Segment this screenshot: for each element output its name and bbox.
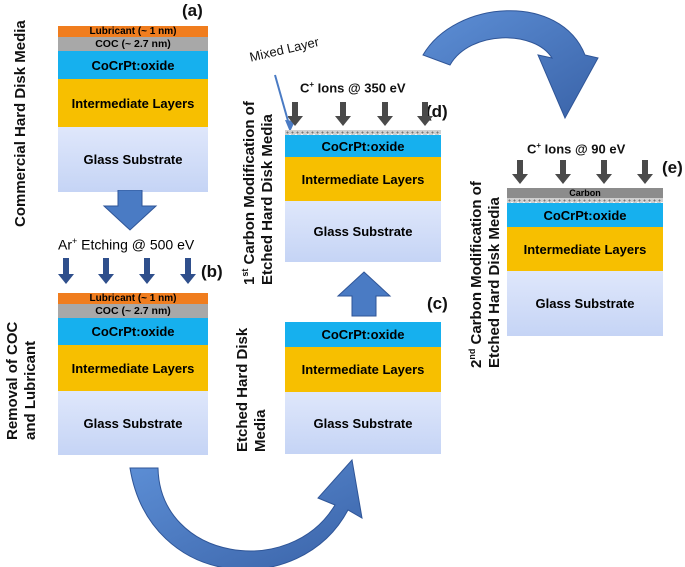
etching-label: Ar+ Etching @ 500 eV xyxy=(58,236,195,253)
ion-arrow xyxy=(596,160,612,184)
layer-intermediate: Intermediate Layers xyxy=(58,79,208,127)
ion-arrow xyxy=(417,102,433,126)
layer-intermediate: Intermediate Layers xyxy=(285,347,441,392)
stack-d: CoCrPt:oxide Intermediate Layers Glass S… xyxy=(285,130,441,262)
etch-arrow-1 xyxy=(58,258,74,284)
side-label-b-line2: and Lubricant xyxy=(22,340,39,440)
etching-arrows xyxy=(58,258,196,284)
layer-glass: Glass Substrate xyxy=(285,201,441,262)
ion-arrows-e xyxy=(512,160,653,184)
layer-cocrpt: CoCrPt:oxide xyxy=(285,322,441,347)
layer-lubricant: Lubricant (~ 1 nm) xyxy=(58,293,208,304)
down-arrow-a-to-b xyxy=(102,190,158,231)
side-label-c-line1: Etched Hard Disk xyxy=(234,327,251,452)
mixed-layer-pointer xyxy=(274,74,291,129)
side-label-e-line1: 2nd Carbon Modification of xyxy=(467,181,485,368)
panel-label-a: (a) xyxy=(182,1,203,20)
ion-arrow xyxy=(512,160,528,184)
side-label-a: Commercial Hard Disk Media xyxy=(12,20,29,227)
layer-cocrpt: CoCrPt:oxide xyxy=(285,135,441,157)
side-label-e: 2nd Carbon Modification of Etched Hard D… xyxy=(463,181,504,368)
up-arrow-c-to-d xyxy=(336,271,392,317)
curved-arrow-d-to-e xyxy=(422,10,599,120)
layer-glass: Glass Substrate xyxy=(285,392,441,454)
layer-coc: COC (~ 2.7 nm) xyxy=(58,304,208,318)
layer-cocrpt: CoCrPt:oxide xyxy=(507,203,663,227)
ion-label-d: C+ Ions @ 350 eV xyxy=(300,80,406,96)
side-label-e-line2: Etched Hard Disk Media xyxy=(486,197,503,368)
layer-intermediate: Intermediate Layers xyxy=(507,227,663,271)
layer-glass: Glass Substrate xyxy=(58,127,208,192)
layer-cocrpt: CoCrPt:oxide xyxy=(58,51,208,79)
ion-arrow xyxy=(335,102,351,126)
layer-intermediate: Intermediate Layers xyxy=(285,157,441,201)
layer-glass: Glass Substrate xyxy=(58,391,208,455)
ion-arrow xyxy=(555,160,571,184)
etch-arrow-2 xyxy=(98,258,114,284)
side-label-c: Etched Hard Disk Media xyxy=(234,328,270,452)
etch-arrow-3 xyxy=(139,258,155,284)
layer-lubricant: Lubricant (~ 1 nm) xyxy=(58,26,208,37)
ion-arrows-d xyxy=(288,102,433,126)
layer-intermediate: Intermediate Layers xyxy=(58,345,208,391)
layer-glass: Glass Substrate xyxy=(507,271,663,336)
ion-arrow xyxy=(637,160,653,184)
panel-label-e: (e) xyxy=(662,158,683,177)
ion-label-e: C+ Ions @ 90 eV xyxy=(527,141,626,157)
etch-arrow-4 xyxy=(180,258,196,284)
layer-carbon: Carbon xyxy=(507,188,663,198)
stack-a: Lubricant (~ 1 nm) COC (~ 2.7 nm) CoCrPt… xyxy=(58,26,208,192)
stack-b: Lubricant (~ 1 nm) COC (~ 2.7 nm) CoCrPt… xyxy=(58,293,208,455)
side-label-d-line1: 1st Carbon Modification of xyxy=(240,101,258,285)
side-label-b: Removal of COC and Lubricant xyxy=(4,322,40,440)
layer-coc: COC (~ 2.7 nm) xyxy=(58,37,208,51)
layer-mixed xyxy=(507,198,663,203)
panel-label-b: (b) xyxy=(201,262,223,281)
layer-mixed xyxy=(285,130,441,135)
side-label-d: 1st Carbon Modification of Etched Hard D… xyxy=(236,101,277,285)
curved-arrow-b-to-c xyxy=(129,458,363,567)
side-label-d-line2: Etched Hard Disk Media xyxy=(259,114,276,285)
layer-cocrpt: CoCrPt:oxide xyxy=(58,318,208,345)
stack-e: Carbon CoCrPt:oxide Intermediate Layers … xyxy=(507,188,663,336)
ion-arrow xyxy=(377,102,393,126)
stack-c: CoCrPt:oxide Intermediate Layers Glass S… xyxy=(285,322,441,454)
side-label-c-line2: Media xyxy=(252,409,269,452)
panel-label-c: (c) xyxy=(427,294,448,313)
side-label-b-line1: Removal of COC xyxy=(4,321,21,440)
ion-arrow xyxy=(288,102,303,126)
